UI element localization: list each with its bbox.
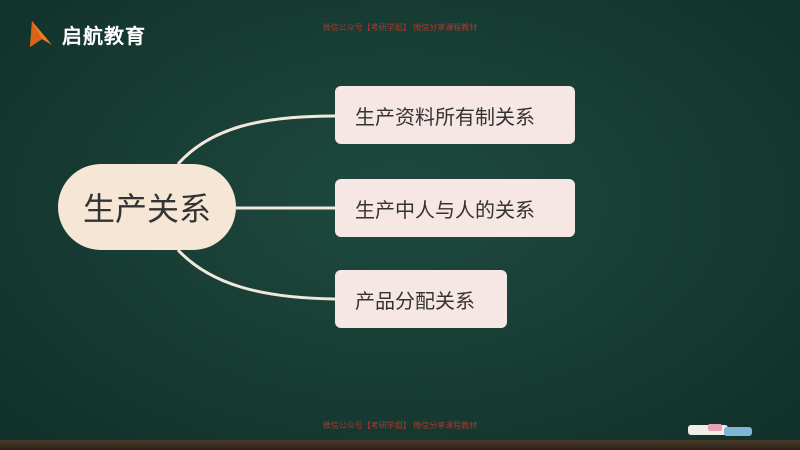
center-node: 生产关系 bbox=[58, 164, 236, 250]
blue-chalk-icon bbox=[724, 427, 752, 436]
brand-logo: 启航教育 bbox=[28, 18, 146, 50]
watermark-top: 微信公众号【考研学姐】 微信分享课程教材 bbox=[322, 23, 478, 32]
connector-branch-3 bbox=[176, 248, 336, 301]
connector-branch-1 bbox=[176, 114, 336, 165]
chalk-ledge bbox=[0, 440, 800, 450]
branch-node-interpersonal: 生产中人与人的关系 bbox=[335, 179, 575, 237]
branch-node-distribution: 产品分配关系 bbox=[335, 270, 507, 328]
brand-name: 启航教育 bbox=[62, 23, 146, 48]
watermark-bottom: 微信公众号【考研学姐】 微信分享课程教材 bbox=[322, 421, 478, 430]
pink-chalk-icon bbox=[708, 424, 722, 431]
orange-arrow-logo-icon bbox=[30, 21, 52, 47]
branch-node-ownership: 生产资料所有制关系 bbox=[335, 86, 575, 144]
